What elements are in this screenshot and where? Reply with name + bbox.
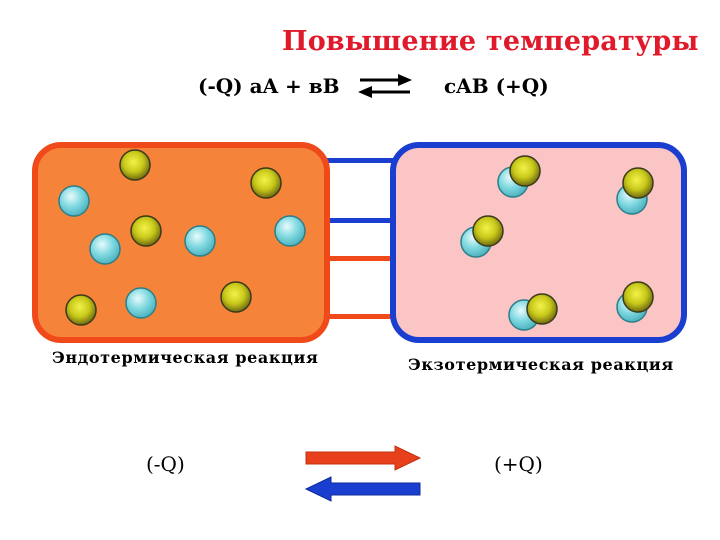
molecule-pair-ab (497, 155, 541, 198)
molecule-a (89, 233, 121, 265)
molecule-b (130, 215, 162, 247)
molecule-a (184, 225, 216, 257)
exothermic-box (390, 142, 687, 343)
equation-reactants: (-Q) аA + вB (198, 74, 340, 98)
molecule-pair-ab (616, 281, 654, 323)
endothermic-box (32, 142, 330, 343)
reverse-arrow-icon (304, 476, 421, 502)
equilibrium-arrows-icon (358, 74, 412, 98)
heat-absorbed-label: (-Q) (146, 452, 185, 476)
molecule-b (250, 167, 282, 199)
molecule-a (274, 215, 306, 247)
molecule-pair-ab (616, 167, 654, 215)
page-title: Повышение температуры (282, 26, 699, 57)
molecule-b (119, 149, 151, 181)
bound-molecules (460, 155, 654, 331)
molecule-b (220, 281, 252, 313)
exothermic-label: Экзотермическая реакция (408, 355, 674, 374)
connector-bars (326, 158, 394, 319)
heat-released-label: (+Q) (494, 452, 543, 476)
molecule-pair-ab (508, 293, 558, 331)
endothermic-label: Эндотермическая реакция (52, 348, 319, 367)
molecule-pair-ab (460, 215, 504, 258)
free-molecules (58, 149, 306, 326)
forward-arrow-icon (305, 445, 422, 471)
molecule-a (125, 287, 157, 319)
equation-products: cAB (+Q) (444, 74, 549, 98)
molecule-b (65, 294, 97, 326)
molecule-a (58, 185, 90, 217)
